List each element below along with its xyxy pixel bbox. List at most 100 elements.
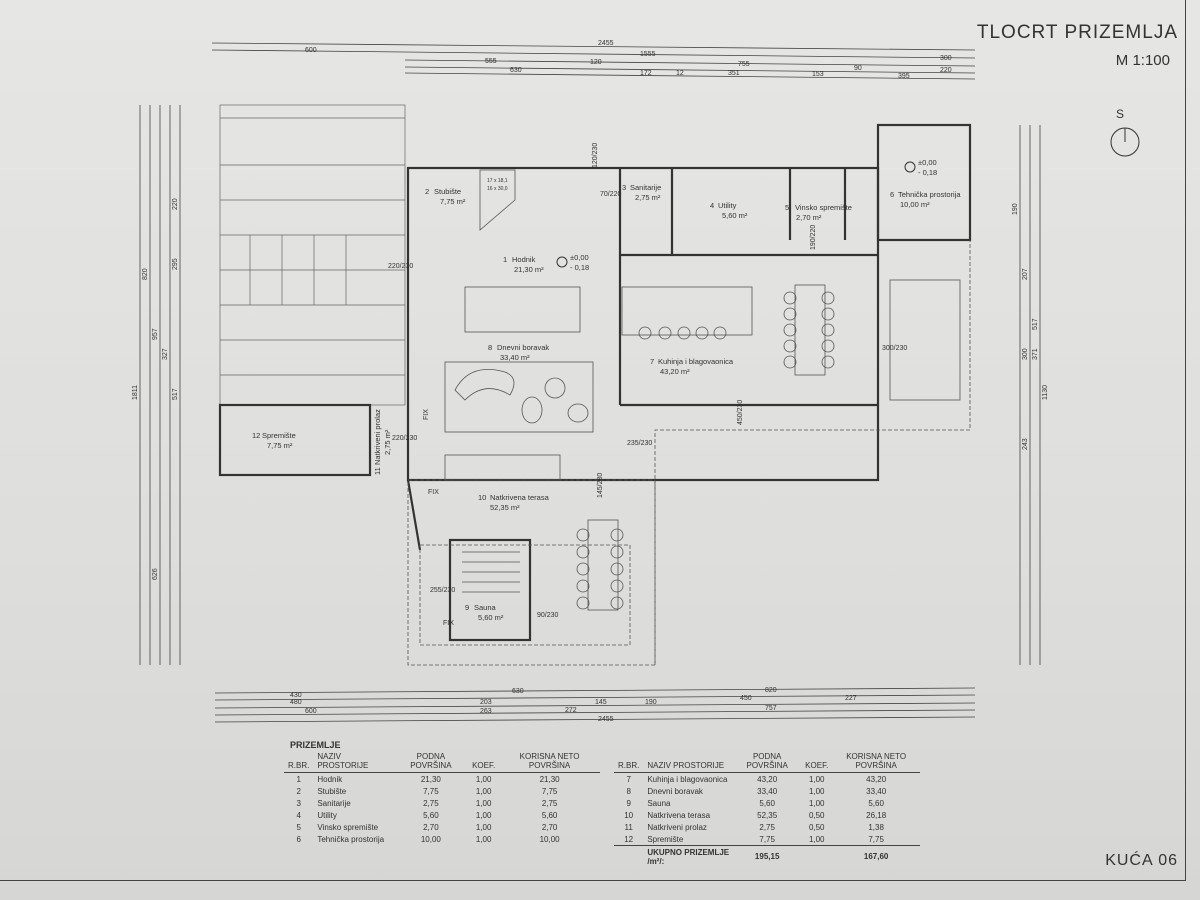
- svg-text:327: 327: [162, 348, 169, 360]
- svg-text:Sanitarije: Sanitarije: [630, 183, 661, 192]
- dimension-lines-right: 1130 517 371 300 207 243 190: [1012, 125, 1049, 665]
- svg-text:190: 190: [1012, 203, 1019, 215]
- cell-no: 6: [296, 834, 301, 844]
- cell-gross: 7,75: [759, 834, 775, 844]
- north-arrow-icon: S: [1110, 107, 1140, 157]
- svg-text:8: 8: [488, 343, 492, 352]
- dimension-lines-bottom: 430 480 600 630 203 263 272 145 190 820 …: [214, 687, 976, 723]
- cell-net: 33,40: [866, 786, 887, 796]
- dimension-lines-left: 1811 820 957 626 327 517 295 220: [132, 105, 181, 665]
- svg-text:90: 90: [854, 65, 862, 72]
- svg-text:- 0,18: - 0,18: [918, 168, 937, 177]
- svg-text:10,00 m²: 10,00 m²: [900, 200, 930, 209]
- level-marker-main: ±0,00- 0,18: [556, 253, 589, 272]
- cell-no: 5: [296, 822, 301, 832]
- svg-text:Natkriveni prolaz: Natkriveni prolaz: [373, 409, 382, 465]
- house-label: KUĆA 06: [1105, 852, 1178, 869]
- svg-text:351: 351: [728, 70, 740, 77]
- svg-text:- 0,18: - 0,18: [570, 263, 589, 272]
- drawing-scale: M 1:100: [1115, 52, 1170, 69]
- cell-net: 1,38: [868, 822, 884, 832]
- cell-net: 2,75: [541, 798, 558, 808]
- svg-text:757: 757: [765, 705, 777, 712]
- outdoor-outlines: [407, 240, 971, 666]
- svg-text:220: 220: [940, 67, 952, 74]
- cell-net: 7,75: [868, 834, 884, 844]
- svg-text:21,30 m²: 21,30 m²: [514, 265, 544, 274]
- cell-no: 9: [626, 798, 631, 808]
- cell-name: Hodnik: [317, 774, 343, 784]
- svg-text:5,60 m²: 5,60 m²: [478, 613, 504, 622]
- cell-gross: 2,70: [423, 822, 439, 832]
- header-coef: KOEF.: [468, 752, 500, 773]
- svg-text:395: 395: [898, 73, 910, 80]
- cell-gross: 10,00: [420, 834, 441, 844]
- svg-text:7: 7: [650, 357, 654, 366]
- svg-text:Sauna: Sauna: [474, 603, 497, 612]
- cell-coef: 1,00: [808, 798, 825, 808]
- drawing-title: TLOCRT PRIZEMLJA: [976, 22, 1178, 43]
- svg-text:263: 263: [480, 708, 492, 715]
- svg-text:12: 12: [252, 431, 260, 440]
- svg-text:145: 145: [595, 699, 607, 706]
- svg-text:7,75 m²: 7,75 m²: [267, 441, 293, 450]
- svg-text:43,20 m²: 43,20 m²: [660, 367, 690, 376]
- cell-coef: 0,50: [808, 822, 825, 832]
- svg-text:243: 243: [1022, 438, 1029, 450]
- svg-text:300/230: 300/230: [882, 345, 907, 352]
- cell-coef: 1,00: [475, 834, 492, 844]
- svg-text:207: 207: [1022, 268, 1029, 280]
- svg-text:16 x 30,0: 16 x 30,0: [487, 186, 508, 192]
- svg-text:Stubište: Stubište: [434, 187, 461, 196]
- svg-text:FIX: FIX: [423, 409, 430, 420]
- svg-text:1: 1: [503, 255, 507, 264]
- svg-text:1555: 1555: [640, 51, 656, 58]
- furniture: [444, 169, 835, 611]
- svg-text:145/230: 145/230: [597, 473, 604, 498]
- svg-text:600: 600: [305, 47, 317, 54]
- svg-text:10: 10: [478, 493, 486, 502]
- svg-text:Utility: Utility: [718, 201, 737, 210]
- svg-text:172: 172: [640, 70, 652, 77]
- drawing-frame: [0, 0, 1186, 881]
- svg-text:555: 555: [485, 58, 497, 65]
- svg-text:5: 5: [785, 203, 789, 212]
- cell-coef: 0,50: [808, 810, 825, 820]
- header-gross: PODNA POVRŠINA: [733, 752, 802, 773]
- svg-text:450: 450: [740, 695, 752, 702]
- svg-text:300: 300: [1022, 348, 1029, 360]
- cell-no: 4: [296, 810, 301, 820]
- svg-text:Dnevni boravak: Dnevni boravak: [497, 343, 549, 352]
- cell-name: Dnevni boravak: [647, 786, 703, 796]
- svg-text:120/230: 120/230: [592, 143, 599, 168]
- svg-text:153: 153: [812, 71, 824, 78]
- deck-area: [219, 104, 406, 406]
- cell-no: 12: [624, 834, 634, 844]
- svg-text:17 x 18,1: 17 x 18,1: [487, 178, 508, 184]
- cell-no: 11: [624, 822, 633, 832]
- cell-gross: 5,60: [423, 810, 439, 820]
- svg-text:600: 600: [305, 708, 317, 715]
- cell-coef: 1,00: [475, 786, 492, 796]
- cell-name: Natkrivena terasa: [647, 810, 711, 820]
- cell-gross: 33,40: [757, 786, 778, 796]
- cell-gross: 5,60: [759, 798, 775, 808]
- svg-text:480: 480: [290, 699, 302, 706]
- dimension-lines-top: 2455 600 1555 300 555 120 755 220 630 17…: [211, 40, 976, 80]
- svg-text:235/230: 235/230: [627, 440, 652, 447]
- svg-text:±0,00: ±0,00: [570, 253, 589, 262]
- svg-text:220/230: 220/230: [392, 435, 417, 442]
- walls: [218, 123, 972, 642]
